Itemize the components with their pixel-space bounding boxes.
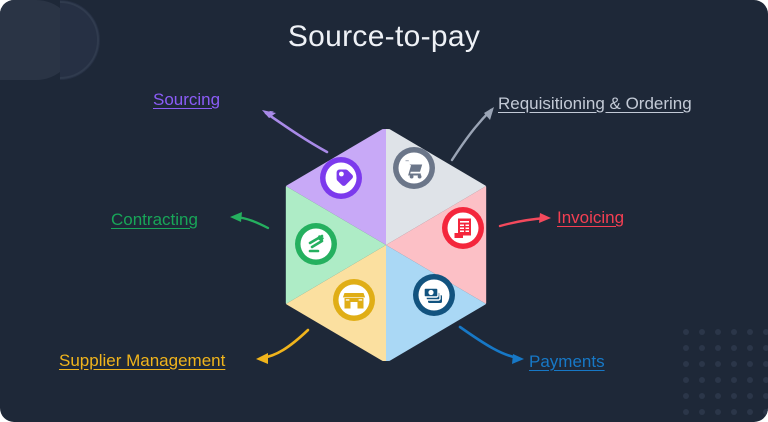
icon-badge-supplier-management[interactable] (332, 278, 376, 322)
icon-badge-sourcing[interactable] (319, 156, 363, 200)
icon-badge-invoicing[interactable] (441, 206, 485, 250)
label-sourcing[interactable]: Sourcing (153, 90, 221, 109)
dot-grid-pattern-icon (683, 329, 768, 415)
page-title: Source-to-pay (287, 20, 481, 53)
label-supplier-management[interactable]: Supplier Management (59, 351, 226, 370)
icon-badge-contracting[interactable] (294, 222, 338, 266)
gavel-icon (295, 223, 337, 265)
label-contracting[interactable]: Contracting (111, 210, 198, 229)
label-requisitioning-ordering[interactable]: Requisitioning & Ordering (498, 94, 692, 113)
label-invoicing[interactable]: Invoicing (557, 208, 625, 227)
cash-stack-icon (413, 274, 455, 316)
storefront-icon (333, 279, 375, 321)
arrow-invoicing (498, 213, 551, 228)
invoice-icon (442, 207, 484, 249)
icon-badge-requisitioning[interactable] (392, 146, 436, 190)
price-tag-icon (320, 157, 362, 199)
arrow-contracting (230, 212, 270, 230)
shopping-cart-icon (393, 147, 435, 189)
source-to-pay-wheel (268, 127, 504, 363)
icon-badge-payments[interactable] (412, 273, 456, 317)
dd-logo-watermark-icon (0, 0, 100, 80)
label-payments[interactable]: Payments (529, 352, 605, 371)
